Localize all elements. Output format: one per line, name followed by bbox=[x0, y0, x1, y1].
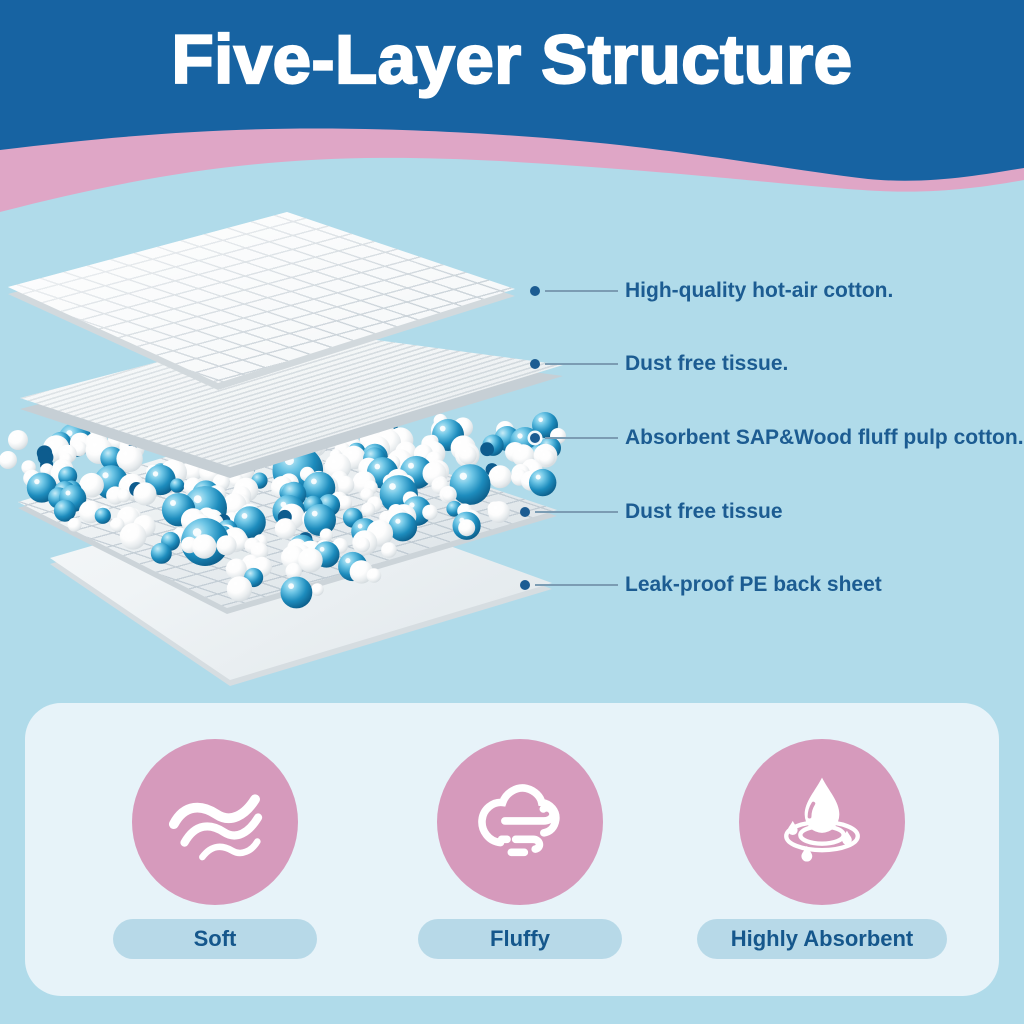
feature-label: Highly Absorbent bbox=[730, 926, 914, 951]
callout-layer-4: Dust free tissue bbox=[520, 500, 783, 524]
callout-line bbox=[545, 363, 618, 365]
callout-line bbox=[545, 290, 618, 292]
layer-label: Dust free tissue bbox=[625, 500, 783, 523]
layer-label: Leak-proof PE back sheet bbox=[625, 573, 882, 596]
callout-layer-5: Leak-proof PE back sheet bbox=[520, 573, 882, 597]
page-title: Five-Layer Structure bbox=[170, 20, 853, 99]
callout-layer-2: Dust free tissue. bbox=[530, 352, 788, 376]
feature-soft: Soft bbox=[100, 739, 330, 959]
layer-label: Dust free tissue. bbox=[625, 352, 789, 375]
callout-dot bbox=[530, 359, 540, 369]
feature-circle bbox=[132, 739, 298, 905]
five-layer-illustration bbox=[0, 190, 620, 702]
feature-absorbent: Highly Absorbent bbox=[696, 739, 948, 959]
header-wave bbox=[0, 0, 1024, 212]
callout-line bbox=[545, 437, 618, 439]
feature-label: Soft bbox=[193, 926, 237, 951]
cloud-wind-icon bbox=[478, 784, 560, 857]
callout-layer-1: High-quality hot-air cotton. bbox=[530, 279, 893, 303]
callout-dot bbox=[530, 286, 540, 296]
header-background-shape bbox=[0, 0, 1024, 181]
callout-dot bbox=[520, 580, 530, 590]
feature-label: Fluffy bbox=[490, 926, 550, 951]
feature-pill: Fluffy bbox=[418, 919, 622, 959]
callout-line bbox=[535, 511, 618, 513]
callout-dot bbox=[530, 433, 540, 443]
layer-label: High-quality hot-air cotton. bbox=[625, 279, 894, 302]
callout-dot bbox=[520, 507, 530, 517]
feature-circle bbox=[437, 739, 603, 905]
callout-line bbox=[535, 584, 618, 586]
water-drop-icon bbox=[784, 777, 860, 862]
layer-label: Absorbent SAP&Wood fluff pulp cotton. bbox=[625, 426, 1024, 449]
feature-pill: Highly Absorbent bbox=[696, 919, 948, 959]
callout-layer-3: Absorbent SAP&Wood fluff pulp cotton. bbox=[530, 426, 1024, 450]
feature-circle bbox=[739, 739, 905, 905]
wave-icon bbox=[168, 794, 263, 861]
feature-fluffy: Fluffy bbox=[405, 739, 635, 959]
feature-pill: Soft bbox=[113, 919, 317, 959]
features-panel: Soft Fluffy bbox=[25, 703, 999, 996]
